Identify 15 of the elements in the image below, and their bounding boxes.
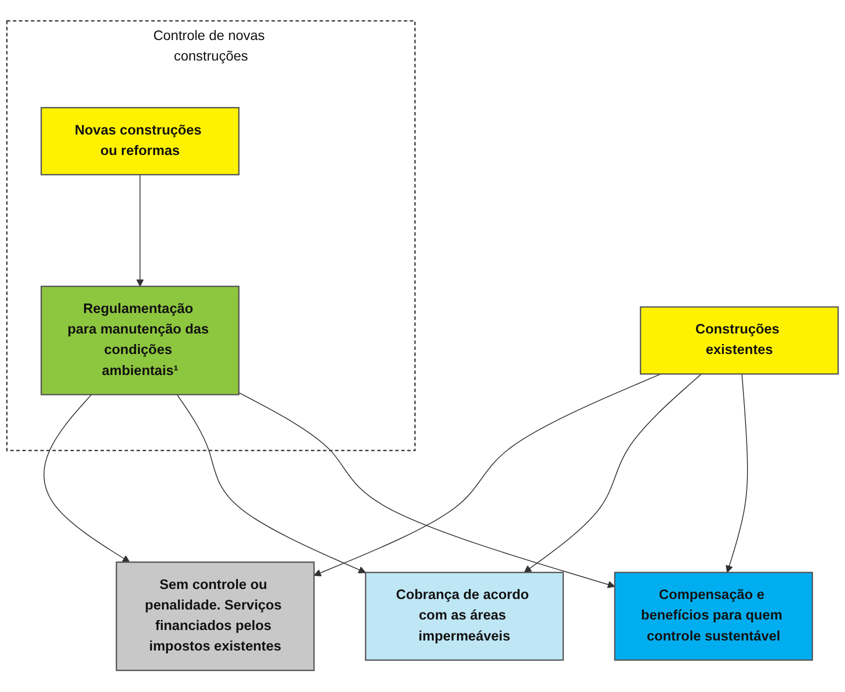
node-box xyxy=(640,306,839,375)
arrow xyxy=(176,394,366,574)
arrow xyxy=(524,374,702,574)
arrow xyxy=(314,374,662,577)
arrow xyxy=(136,174,144,288)
arrow xyxy=(726,374,748,574)
node-box xyxy=(364,572,564,662)
node-box xyxy=(40,286,240,396)
arrow xyxy=(44,394,130,563)
flowchart-drawing: Controle de novas construções Novas construções ou reformas Regulamentação para manutenção das condições ambientais¹ Construções existentes Sem controle ou penalidade. Serviços financiados pelos impostos existentes Cobrança de acordo com as áreas impermeáveis Compensação e benefícios para quem controle sustentável xyxy=(0,14,845,678)
node-box xyxy=(116,562,315,672)
node-box xyxy=(614,572,813,662)
arrow xyxy=(238,392,616,589)
node-box xyxy=(40,107,240,176)
cluster xyxy=(6,20,416,452)
